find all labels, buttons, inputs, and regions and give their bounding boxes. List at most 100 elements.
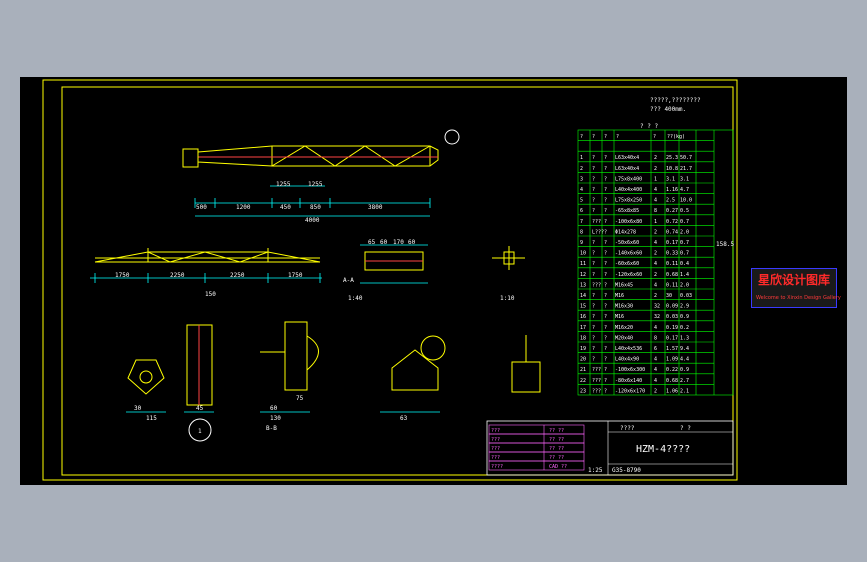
bom-cell: 6 xyxy=(580,208,583,214)
bom-cell: ? xyxy=(604,314,607,320)
bom-cell: 20 xyxy=(580,357,586,363)
bom-cell: 1.06 xyxy=(666,388,678,394)
scale-label-140: 1:40 xyxy=(348,295,363,302)
dim-170: 63 xyxy=(400,415,408,422)
bom-cell: ? xyxy=(604,293,607,299)
bom-cell: 0.7 xyxy=(680,240,689,246)
dim-75: 115 xyxy=(146,415,157,422)
bom-cell: 0.2 xyxy=(680,325,689,331)
bom-cell: -50x6x60 xyxy=(615,240,639,246)
titleblock-heading: ???? xyxy=(620,425,635,432)
bom-cell: 2.0 xyxy=(680,282,689,288)
bom-cell: 0.22 xyxy=(666,367,678,373)
notes-line-2: ??? 400mm. xyxy=(650,106,686,113)
bom-cell: 19 xyxy=(580,346,586,352)
titleblock-row-label: ??? xyxy=(491,446,500,452)
titleblock-row-label: ??? xyxy=(491,428,500,434)
bom-header-cell: ? xyxy=(604,134,607,140)
truss-side-dimensions xyxy=(90,273,322,283)
bom-cell: 5 xyxy=(580,198,583,204)
bom-cell: M16 xyxy=(615,293,624,299)
bom-cell: 0.03 xyxy=(666,314,678,320)
bom-cell: 0.5 xyxy=(680,208,689,214)
bom-cell: 3.1 xyxy=(666,176,675,182)
titleblock-sheet: ? ? xyxy=(680,425,691,432)
drawing-scale: 1:25 xyxy=(588,467,603,474)
bom-cell: ? xyxy=(604,155,607,161)
drawing-canvas xyxy=(20,77,847,485)
top-dim-3: 450 xyxy=(280,204,291,211)
bom-cell: 0.11 xyxy=(666,261,678,267)
bom-cell: ? xyxy=(592,155,595,161)
bom-cell: ? xyxy=(592,187,595,193)
bom-cell: 10.0 xyxy=(680,198,692,204)
bom-cell: 0.68 xyxy=(666,378,678,384)
bom-cell: 14 xyxy=(580,293,586,299)
bom-cell: 10.8 xyxy=(666,166,678,172)
bom-cell: 18 xyxy=(580,335,586,341)
bom-cell: ??? xyxy=(592,367,601,373)
top-dim-6: 4000 xyxy=(305,217,320,224)
bom-cell: ? xyxy=(604,388,607,394)
bom-cell: ? xyxy=(592,166,595,172)
bom-cell: 2 xyxy=(654,166,657,172)
aa-dim-4: 60 xyxy=(408,239,416,246)
bom-cell: 0.27 xyxy=(666,208,678,214)
bom-cell: 2 xyxy=(654,272,657,278)
watermark-title: 星欣设计图库 xyxy=(758,273,831,287)
bom-cell: 0.7 xyxy=(680,219,689,225)
bom-cell: -120x6x60 xyxy=(615,272,642,278)
bom-cell: 4 xyxy=(654,187,657,193)
title-block: ????? ??????? ??????? ??????? ??????CAD … xyxy=(486,420,734,476)
bom-cell: 8 xyxy=(580,229,583,235)
drawing-number: G35-8790 xyxy=(612,467,641,474)
bom-cell: 1 xyxy=(654,219,657,225)
bom-cell: 0.03 xyxy=(680,293,692,299)
bom-cell: 4 xyxy=(654,367,657,373)
dim-130: 60 xyxy=(270,405,278,412)
bom-cell: 15 xyxy=(580,304,586,310)
bom-cell: 0.9 xyxy=(680,314,689,320)
bom-cell: 2 xyxy=(654,388,657,394)
bom-cell: 4 xyxy=(654,240,657,246)
bom-cell: M16x20 xyxy=(615,325,633,331)
bom-header-cell: ? xyxy=(580,134,583,140)
aa-dim-1: 65 xyxy=(368,239,376,246)
side-dim-3: 2250 xyxy=(230,272,245,279)
bom-cell: ? xyxy=(604,187,607,193)
bom-cell: 2 xyxy=(654,251,657,257)
section-aa xyxy=(360,244,428,284)
top-dim-8: 1255 xyxy=(308,181,323,188)
side-dim-1: 1750 xyxy=(115,272,130,279)
bom-cell: 4 xyxy=(654,357,657,363)
bom-cell: 2.0 xyxy=(680,229,689,235)
scale-label-110: 1:10 xyxy=(500,295,515,302)
bom-cell: 11 xyxy=(580,261,586,267)
bom-cell: ? xyxy=(604,367,607,373)
bom-cell: ? xyxy=(604,378,607,384)
bom-cell: 1 xyxy=(580,155,583,161)
bom-cell: M16x45 xyxy=(615,282,633,288)
bom-cell: ? xyxy=(592,240,595,246)
bom-cell: ? xyxy=(604,346,607,352)
bom-cell: ? xyxy=(592,176,595,182)
side-dim-4: 1750 xyxy=(288,272,303,279)
bom-cell: L??? xyxy=(592,229,604,235)
bom-cell: ? xyxy=(604,304,607,310)
top-dim-1: 500 xyxy=(196,204,207,211)
bom-cell: 32 xyxy=(654,314,660,320)
bom-cell: ? xyxy=(604,325,607,331)
bom-cell: ? xyxy=(604,261,607,267)
bom-cell: ? xyxy=(592,314,595,320)
bom-cell: 23 xyxy=(580,388,586,394)
truss-top-view xyxy=(182,129,460,168)
bom-cell: 2 xyxy=(580,166,583,172)
top-dim-4: 850 xyxy=(310,204,321,211)
bom-cell: 9 xyxy=(580,240,583,246)
bom-cell: 0.09 xyxy=(666,304,678,310)
bom-cell: 1 xyxy=(654,176,657,182)
bom-cell: ? xyxy=(592,251,595,257)
titleblock-row-value: ?? ?? xyxy=(549,446,564,452)
bom-cell: ??? xyxy=(592,219,601,225)
